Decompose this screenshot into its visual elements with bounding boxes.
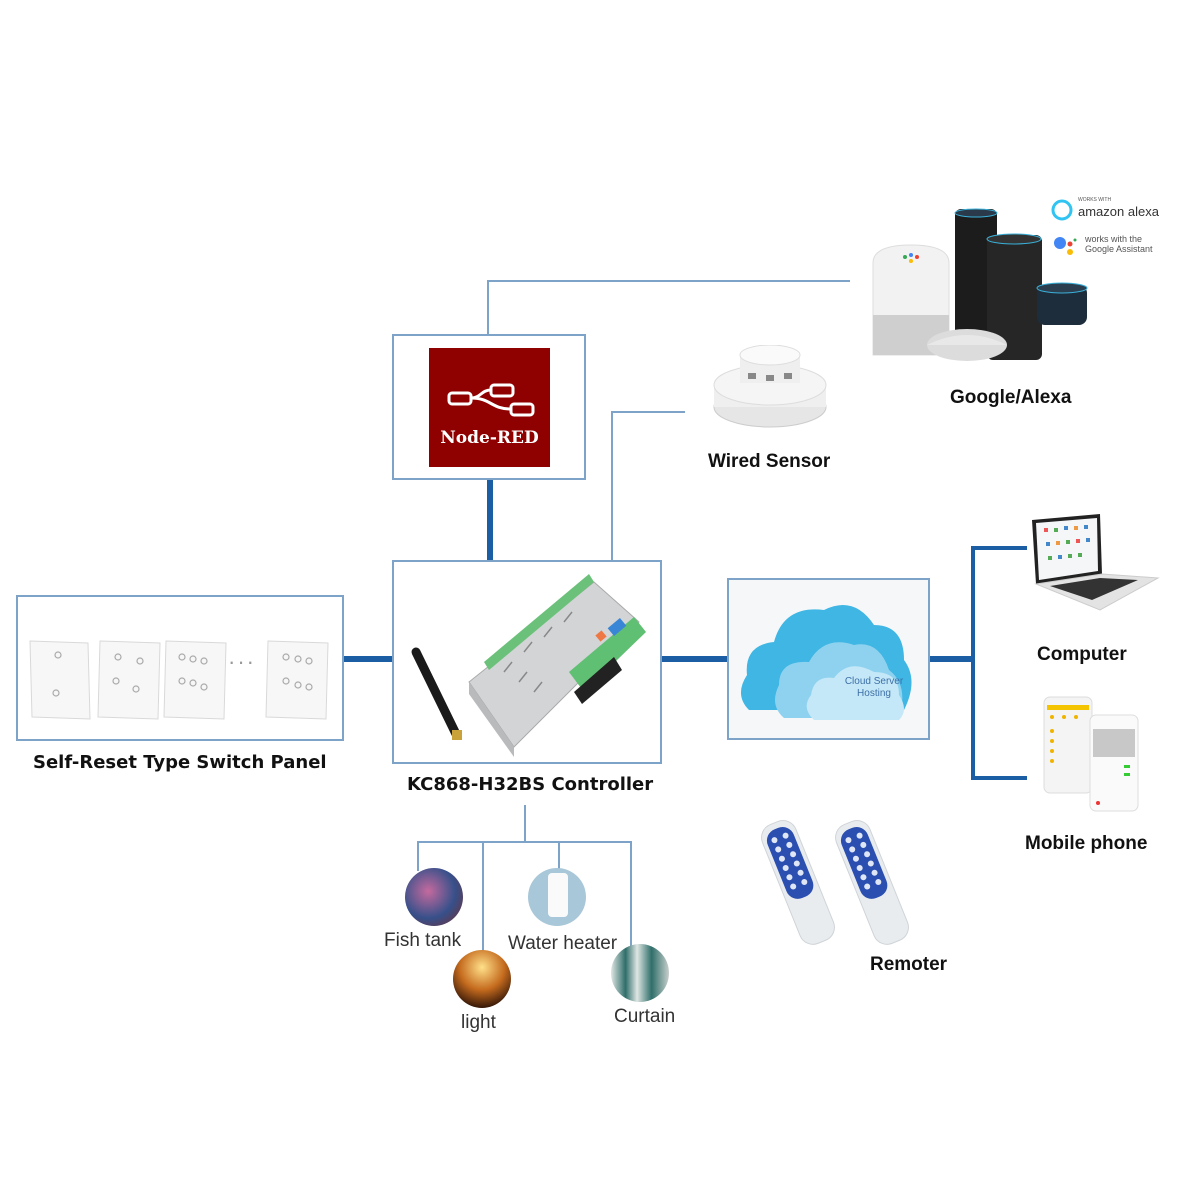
alexa-badge: WORKS WITH amazon alexa [1050,195,1180,225]
cloud-label-1: Cloud Server [845,676,904,687]
computer-label: Computer [1037,644,1127,665]
load-label-water-heater: Water heater [508,933,618,954]
google-assistant-icon [1054,237,1077,255]
line-load-heater [558,841,560,871]
antenna-icon [411,647,461,739]
line-panel-to-controller [343,656,393,662]
controller-image [411,574,646,757]
node-red-logo: Node-RED [429,348,550,467]
line-sensor-v [611,411,613,561]
google-assistant-badge: works with the Google Assistant [1052,232,1182,262]
line-sensor-h [611,411,685,413]
remoter-label: Remoter [870,954,948,975]
line-load-curtain [630,841,632,946]
line-load-light [482,841,484,951]
line-nodered-to-assistants-h [487,280,850,282]
remotes-image [755,815,955,950]
controller-box[interactable] [392,560,662,764]
line-nodered-to-controller [487,480,493,560]
google-alexa-label: Google/Alexa [950,387,1072,408]
panel-ellipsis: ··· [228,649,256,674]
wired-sensor-label: Wired Sensor [708,451,831,472]
line-loads-bus [417,841,632,843]
node-red-label: Node-RED [440,428,539,448]
switch-panel-label: Self-Reset Type Switch Panel [33,752,327,773]
cloud-label-2: Hosting [857,688,891,699]
line-loads-trunk [524,805,526,843]
line-cloud-to-clients [929,656,974,662]
curtain-icon [611,944,669,1002]
smart-speakers-image [865,205,1095,365]
fish-tank-icon [405,868,463,926]
flow-icon [447,383,535,417]
light-icon [453,950,511,1008]
node-red-box[interactable]: Node-RED [392,334,586,480]
load-label-fish-tank: Fish tank [384,930,462,951]
smoke-sensor-image [712,345,830,435]
line-load-fish [417,841,419,871]
load-label-curtain: Curtain [614,1006,676,1027]
line-to-mobile [971,776,1027,780]
line-nodered-to-assistants-v [487,280,489,334]
water-heater-icon [528,868,586,926]
mobile-phone-label: Mobile phone [1025,833,1148,854]
mobile-phones-image [1040,695,1150,815]
cloud-icon: Cloud Server Hosting [740,605,912,720]
line-controller-to-cloud [661,656,728,662]
line-to-computer [971,546,1027,550]
alexa-icon [1051,199,1073,221]
load-label-light: light [461,1012,496,1033]
laptop-image [1030,514,1160,624]
controller-label: KC868-H32BS Controller [407,774,654,795]
switch-panels-image [29,640,329,720]
cloud-box[interactable]: Cloud Server Hosting [727,578,930,740]
switch-panel-box[interactable]: ··· [16,595,344,741]
line-clients-bus [971,546,975,779]
